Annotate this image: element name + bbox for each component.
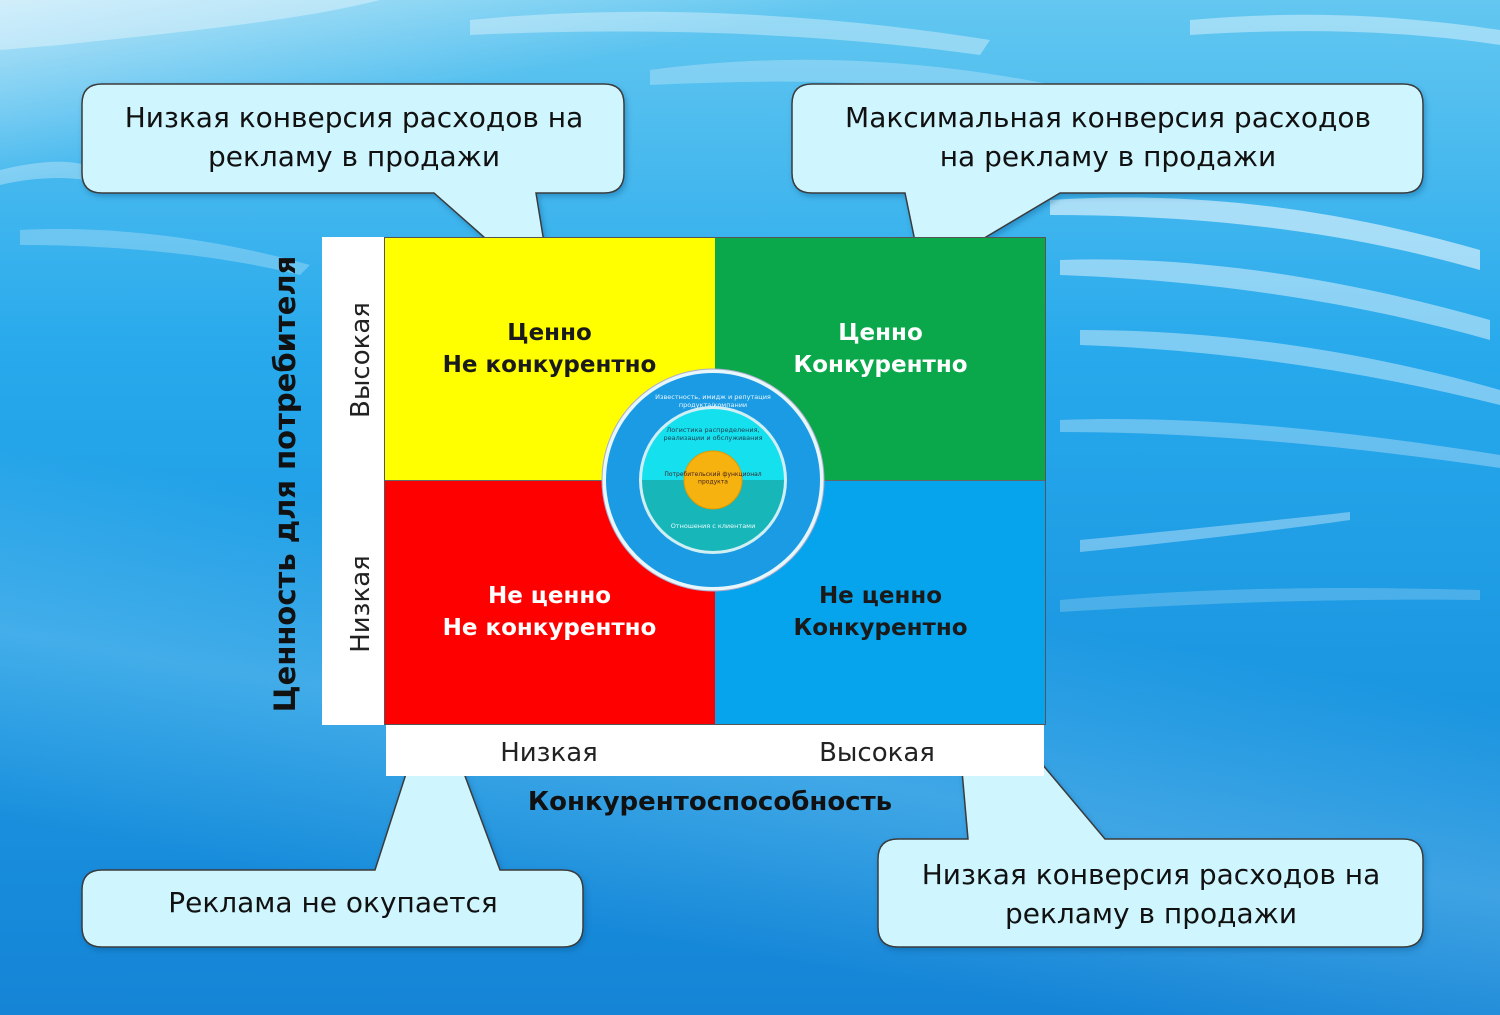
middle-ring-bottom [642, 480, 784, 551]
callout-bottom-left-shape [81, 687, 584, 948]
core-circle [683, 450, 743, 510]
callout-top-right-shape [791, 83, 1424, 277]
middle-bottom-label: Отношения с клиентами [671, 522, 756, 530]
callout-top-right-text: Максимальная конверсия расходов на рекла… [845, 101, 1371, 173]
y-axis-label-strip [322, 237, 385, 725]
callout-top-left-text: Низкая конверсия расходов на рекламу в п… [124, 101, 584, 173]
callout-bottom-right-text: Низкая конверсия расходов на рекламу в п… [921, 858, 1381, 930]
y-axis-title: Ценность для потребителя [268, 255, 302, 713]
quadrant-label: Не ценно Конкурентно [793, 582, 968, 641]
x-axis-title: Конкурентоспособность [527, 787, 893, 817]
y-high-label: Высокая [346, 302, 376, 418]
callout-bottom-left-text: Реклама не окупается [168, 886, 498, 919]
x-low-label: Низкая [500, 738, 598, 768]
x-axis-label-strip [386, 725, 1044, 776]
y-low-label: Низкая [346, 555, 376, 653]
quadrant-label: Не ценно Не конкурентно [442, 582, 657, 641]
x-high-label: Высокая [819, 738, 935, 768]
quadrant-label: Ценно Конкурентно [793, 319, 968, 378]
callout-bottom-right-shape [877, 654, 1424, 948]
middle-ring-top [642, 409, 784, 480]
middle-top-label: Логистика распределения,реализации и обс… [664, 426, 763, 442]
quadrant-label: Ценно Не конкурентно [442, 319, 657, 378]
